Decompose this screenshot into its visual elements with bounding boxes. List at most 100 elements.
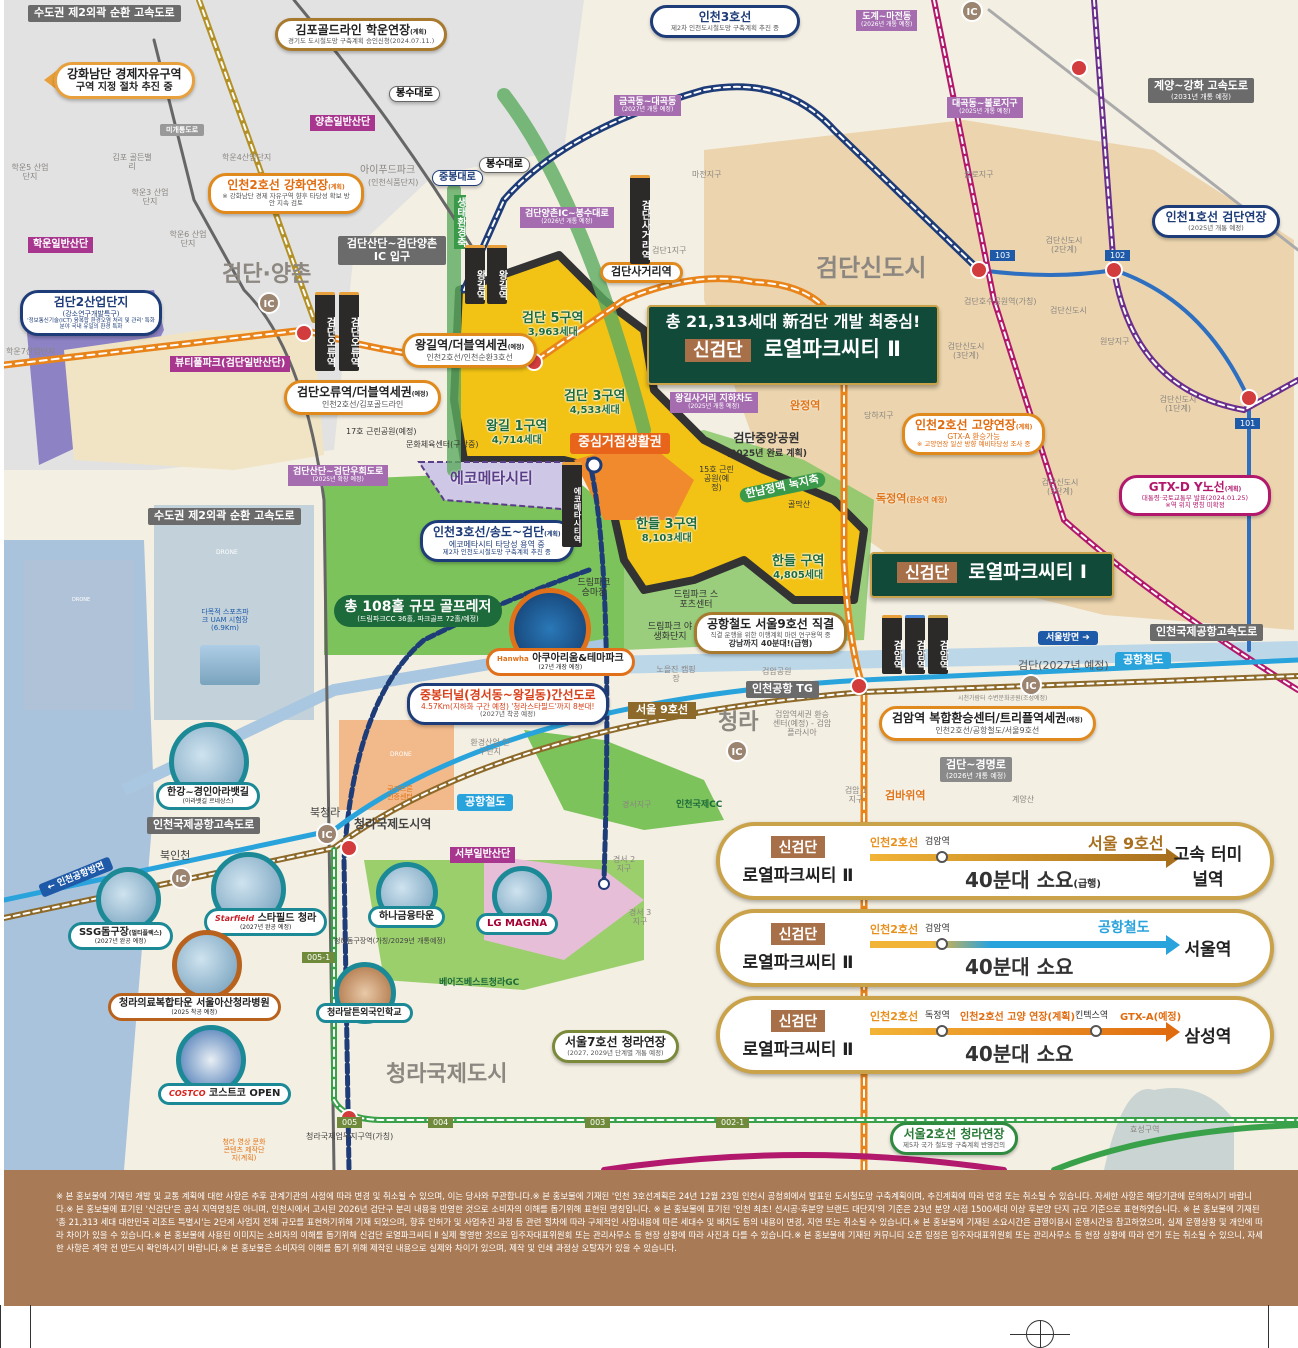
zone-units: 4,533세대: [569, 404, 620, 416]
place-label: 17호 근린공원(예정): [346, 427, 417, 436]
medical-town-photo: [172, 930, 242, 1000]
plan-title: 검단양촌IC~봉수대로: [525, 209, 609, 219]
park-sub: (2025년 완료 계획): [726, 448, 807, 459]
callout-note: ※ 고양연장 일산 방향 예비타당성 조사 중: [916, 440, 1031, 449]
place-label: 검단신도시(1단계): [1159, 395, 1197, 414]
brand-tag: 신검단: [685, 339, 751, 363]
station-number: 004: [428, 1117, 454, 1129]
ic-marker: IC: [170, 867, 192, 889]
line-label: 서울 9호선: [1088, 834, 1164, 853]
route-bar: [870, 854, 1170, 861]
starfield-logo: Starfield: [215, 914, 255, 923]
route-number: 101: [1235, 418, 1261, 430]
station-pillar: 검암역: [905, 615, 925, 674]
plan-title: 도계~마전동: [862, 12, 912, 22]
line-label: 공항철도: [1098, 920, 1150, 936]
ecometa-city-label: 에코메타시티: [450, 469, 533, 487]
callout-title: 검단2산업단지: [53, 295, 129, 309]
golf-title: 총 108홀 규모 골프레저: [344, 599, 492, 615]
callout-title: 서울7호선 청라연장: [565, 1035, 666, 1049]
ic-marker: IC: [316, 823, 338, 845]
brand-name: 로열파크씨티 Ⅱ: [763, 337, 901, 362]
wanggil-station-callout: 왕길역/더블역세권(예정)인천2호선/인천순환3호선: [402, 333, 538, 368]
callout-sub: 인천2호선/공항철도/서울9호선: [935, 725, 1040, 735]
place-label: 국가드론 인증센터: [387, 785, 413, 802]
plan-sub: (2026년 개통 예정): [541, 218, 593, 226]
road-plan-label: 도계~마전동(2026년 개통 예정): [856, 10, 918, 32]
callout-title: 검단사거리역: [611, 265, 672, 278]
plan-sub: (2026년 개통 예정): [861, 21, 913, 29]
line2-ganghwa-callout: 인천2호선 강화연장(계획)※ 강화남단 경제 자유구역 향후 타당성 확보 방…: [208, 173, 364, 214]
place-label: 인천국제CC: [676, 800, 723, 810]
callout-title: 왕길역/더블역세권: [415, 338, 508, 352]
callout-note: 제2차 인천도시철도망 구축계획 추진 중: [442, 547, 551, 556]
travel-time: 40분대 소요: [965, 1042, 1074, 1066]
callout-sub: ※ 강화남단 경제 자유구역 향후 타당성 확보 방안 지속 검토: [222, 191, 350, 208]
callout-title: 인천1호선 검단연장: [1165, 210, 1267, 224]
bongsu-road-label: 봉수대로: [389, 86, 440, 102]
plan-sub: (2025년 개통 예정): [959, 108, 1011, 116]
road-plan-label: 왕길사거리 지하차도(2025년 개통 예정): [670, 392, 758, 414]
goyang-extension-callout: 인천2호선 고양연장(계획)GTX-A 환승가능※ 고양연장 일산 방향 예비타…: [902, 413, 1046, 455]
geomam-hub-callout: 검암역 복합환승센터/트리플역세권(예정)인천2호선/공항철도/서울9호선: [879, 706, 1096, 741]
central-zone-label: 중심거점생활권: [570, 433, 670, 454]
callout-note: (계획): [1015, 424, 1033, 431]
brand-name: 로열파크씨티 Ⅱ: [742, 1040, 854, 1060]
plan-title: 왕길사거리 지하차도: [675, 394, 753, 404]
brand-name: 로열파크씨티 Ⅰ: [968, 561, 1087, 583]
photo-title: 코스트코 OPEN: [209, 1088, 281, 1099]
station-label: 완정역: [790, 399, 821, 412]
headline-royal-park-city-2: 총 21,313세대 新검단 개발 최중심! 신검단 로열파크씨티 Ⅱ: [647, 305, 939, 385]
station-dot: [1090, 1025, 1102, 1037]
callout-note: (계획): [544, 531, 561, 538]
callout-note: (2027년 착공 예정): [479, 710, 536, 719]
ic-marker: IC: [258, 292, 280, 314]
station-dot: [936, 938, 948, 950]
station-pillar: 검암역: [882, 615, 902, 674]
station-number: 002-1: [716, 1117, 750, 1129]
ring-expressway-label: 수도권 제2외곽 순환 고속도로: [148, 508, 301, 525]
brand-tag: 신검단: [897, 562, 958, 583]
line-label: 인천2호선: [870, 923, 919, 936]
headline-royal-park-city-1: 신검단 로열파크씨티 Ⅰ: [870, 552, 1114, 598]
place-label: 아이푸드파크: [360, 165, 416, 176]
callout-sub: 4.57Km(지하화 구간 예정) '청라스타필드'까지 8분대!: [421, 701, 595, 711]
photo-sub: (27년 개장 예정): [538, 663, 583, 671]
travel-time: 40분대 소요: [965, 955, 1074, 979]
place-label: 검단신도시(2단계): [1045, 236, 1083, 255]
area-label: 검단·양촌: [222, 262, 312, 287]
callout-sub: (2027, 2029년 단계별 개통 예정): [567, 1048, 664, 1057]
callout-title: 인천3호선/송도~검단: [433, 525, 545, 539]
transfer-station: 검암역: [925, 837, 950, 847]
zone-units: 4,805세대: [773, 569, 824, 581]
station-pillar: 에코메타시티역: [562, 462, 582, 547]
photo-sub: (2025 착공 예정): [171, 1008, 218, 1016]
callout-title: 김포골드라인 학운연장: [295, 23, 411, 37]
place-label: 북청라: [310, 806, 341, 819]
station-name: 독정역: [876, 492, 907, 505]
crop-mark: [30, 1305, 31, 1348]
drone-icon: DRONE: [72, 597, 91, 603]
arrow-right-icon: [1166, 848, 1180, 868]
airport-rail-label: 공항철도: [1115, 652, 1172, 669]
route-number: 103: [990, 250, 1016, 262]
place-label: 북인천: [160, 849, 191, 862]
station-note: (환승역 예정): [906, 496, 948, 504]
road-title: 검단~경명로: [946, 758, 1006, 771]
lg-magna-label: LG MAGNA: [476, 913, 559, 935]
industrial-label: 학운일반산단: [28, 237, 94, 253]
station-pillar: 왕길역: [487, 245, 507, 304]
photo-sub: (2027년 완공 예정): [94, 937, 147, 945]
ic-marker: IC: [1020, 674, 1042, 696]
place-label: 마전지구: [692, 170, 722, 179]
photo-note: (멀티플렉스): [128, 930, 162, 937]
golf-sub: (드림파크CC 36홀, 파크골프 72홀/예정): [357, 615, 479, 624]
place-label: 검암공원: [762, 667, 792, 676]
callout-sub: (2025년 개통 예정): [1188, 223, 1244, 232]
ssg-dome-label: SSG돔구장(멀티플렉스)(2027년 완공 예정): [68, 922, 173, 951]
callout-sub: 제2차 인천도시철도망 구축계획 추진 중: [670, 23, 780, 32]
